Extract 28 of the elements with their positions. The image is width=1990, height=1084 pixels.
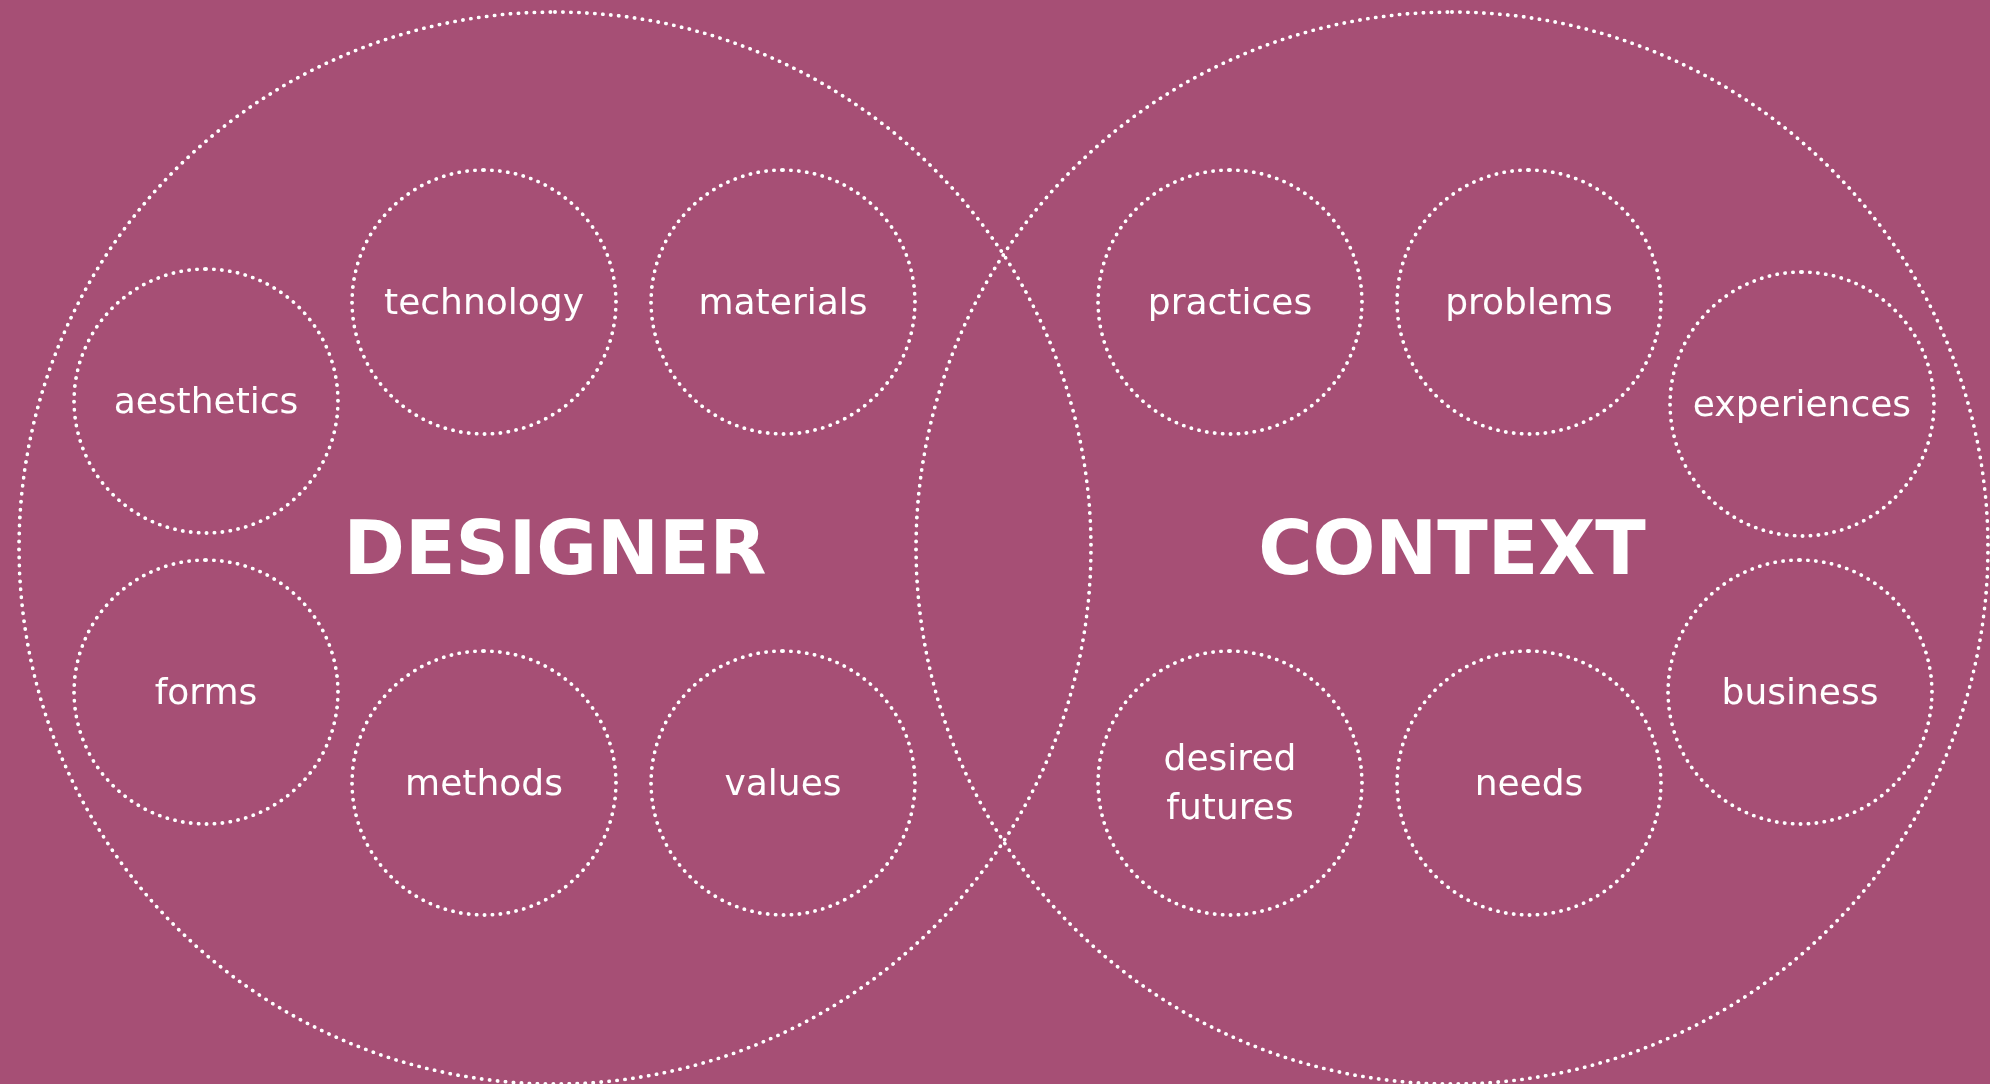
dotted-circle	[1668, 270, 1936, 538]
dotted-circle	[914, 10, 1990, 1084]
circle-label: experiences	[1692, 381, 1912, 426]
dotted-circle	[350, 649, 618, 917]
dotted-circle	[649, 649, 917, 917]
circle-label: methods	[405, 760, 563, 805]
dotted-circle	[1096, 168, 1364, 436]
heading: DESIGNER	[343, 505, 767, 591]
dotted-circle	[350, 168, 618, 436]
dotted-circle	[17, 10, 1093, 1084]
dotted-circle	[1395, 649, 1663, 917]
circle-label: technology	[384, 279, 584, 324]
circle-label: materials	[698, 279, 868, 324]
dotted-circle	[1666, 558, 1934, 826]
circle-label: aesthetics	[113, 378, 299, 423]
circle-label: values	[724, 760, 842, 805]
circle-label: desired futures	[1162, 736, 1298, 829]
dotted-circle	[649, 168, 917, 436]
dotted-circle	[72, 558, 340, 826]
heading: CONTEXT	[1258, 505, 1646, 591]
circle-label: practices	[1147, 279, 1313, 324]
circle-label: business	[1721, 669, 1879, 714]
circle-label: forms	[154, 669, 258, 714]
dotted-circle	[1096, 649, 1364, 917]
dotted-circle	[72, 267, 340, 535]
circle-label: needs	[1474, 760, 1584, 805]
dotted-circle	[1395, 168, 1663, 436]
circle-label: problems	[1445, 279, 1613, 324]
